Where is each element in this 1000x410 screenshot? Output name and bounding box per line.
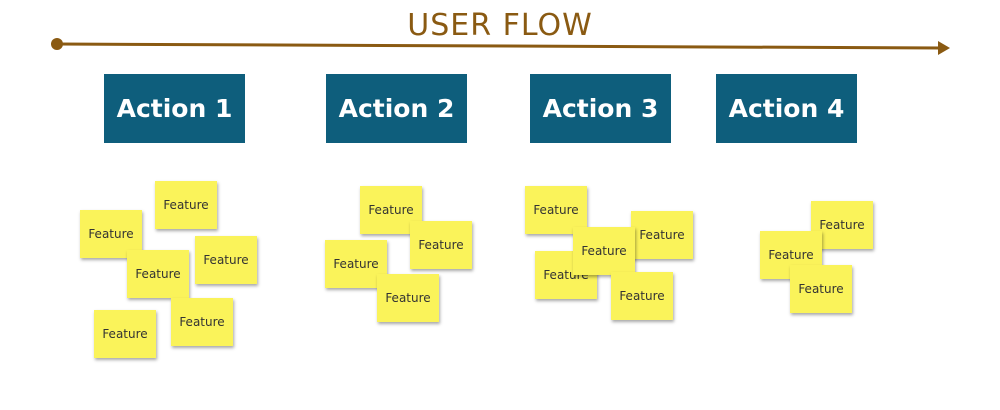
sticky-note-feature[interactable]: Feature: [94, 310, 156, 358]
action-4-box[interactable]: Action 4: [716, 74, 857, 143]
sticky-note-feature[interactable]: Feature: [377, 274, 439, 322]
flow-arrow-head: [938, 41, 950, 55]
action-3-box[interactable]: Action 3: [530, 74, 671, 143]
sticky-note-feature[interactable]: Feature: [573, 227, 635, 275]
sticky-note-feature[interactable]: Feature: [631, 211, 693, 259]
diagram-title: USER FLOW: [407, 8, 593, 43]
sticky-note-feature[interactable]: Feature: [195, 236, 257, 284]
sticky-note-feature[interactable]: Feature: [611, 272, 673, 320]
sticky-note-feature[interactable]: Feature: [155, 181, 217, 229]
sticky-note-feature[interactable]: Feature: [525, 186, 587, 234]
sticky-note-feature[interactable]: Feature: [325, 240, 387, 288]
sticky-note-feature[interactable]: Feature: [171, 298, 233, 346]
sticky-note-feature[interactable]: Feature: [811, 201, 873, 249]
action-1-box[interactable]: Action 1: [104, 74, 245, 143]
sticky-note-feature[interactable]: Feature: [410, 221, 472, 269]
sticky-note-feature[interactable]: Feature: [790, 265, 852, 313]
flow-arrow-line: [56, 42, 943, 50]
sticky-note-feature[interactable]: Feature: [127, 250, 189, 298]
flow-arrow: [51, 38, 950, 55]
action-2-box[interactable]: Action 2: [326, 74, 467, 143]
